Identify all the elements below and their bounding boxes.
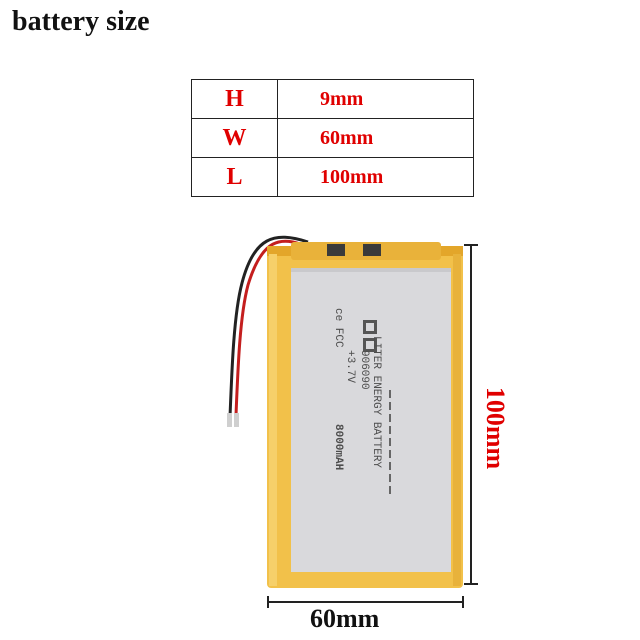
- dimension-value-h: 9mm: [277, 79, 474, 119]
- battery-model-text: 906090: [358, 350, 370, 390]
- height-label: 100mm: [481, 386, 510, 470]
- height-dimension-tick-bottom: [464, 583, 478, 585]
- battery-capacity-text: 8000mAH: [332, 424, 344, 471]
- width-dimension-line: [267, 601, 463, 603]
- battery-brand-text: LITER ENERGY BATTERY: [370, 336, 382, 469]
- height-dimension-line: [470, 244, 472, 584]
- battery-image: [267, 242, 463, 588]
- dimension-key-w: W: [191, 118, 278, 158]
- page-title: battery size: [12, 6, 150, 37]
- width-dimension-tick-right: [462, 596, 464, 608]
- table-row: L 100mm: [191, 157, 474, 197]
- battery-wires: [227, 235, 309, 427]
- battery-voltage-text: +3.7V: [344, 350, 356, 384]
- dimension-value-l: 100mm: [277, 157, 474, 197]
- width-dimension-tick-left: [267, 596, 269, 608]
- dimension-key-l: L: [191, 157, 278, 197]
- table-row: H 9mm: [191, 79, 474, 119]
- dimension-table: H 9mm W 60mm L 100mm: [191, 79, 474, 197]
- dimension-value-w: 60mm: [277, 118, 474, 158]
- battery-marks-text: ce FCC: [332, 308, 344, 348]
- dimension-key-h: H: [191, 79, 278, 119]
- width-label: 60mm: [310, 604, 380, 633]
- table-row: W 60mm: [191, 118, 474, 158]
- height-dimension-tick-top: [464, 244, 478, 246]
